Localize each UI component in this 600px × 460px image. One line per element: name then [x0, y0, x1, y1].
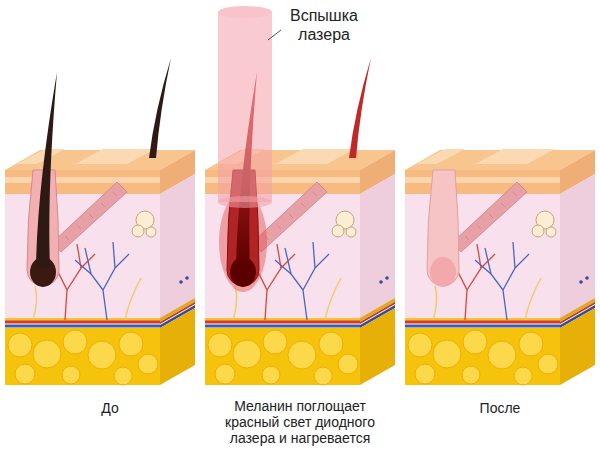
hair-shaft: [36, 72, 57, 268]
skin-section: [5, 149, 195, 385]
stage-label: До: [70, 400, 150, 416]
caption-label: Меланин поглощает красный свет диодного …: [214, 398, 386, 446]
hair-follicle: [427, 170, 459, 286]
laser-beam-top: [218, 6, 272, 18]
leader-line: [268, 30, 281, 40]
skin-block-before: [5, 58, 195, 385]
hair-shaft: [149, 58, 171, 158]
stage-label: После: [460, 400, 540, 416]
laser-beam: [218, 6, 272, 208]
skin-block-after: [405, 149, 595, 385]
hair-shaft: [349, 58, 371, 158]
laser-beam-body: [218, 12, 272, 202]
skin-section: [405, 149, 595, 385]
laser-beam-end: [218, 196, 272, 208]
callout-label: Вспышка лазера: [278, 6, 370, 44]
hair-bulb: [430, 257, 456, 287]
